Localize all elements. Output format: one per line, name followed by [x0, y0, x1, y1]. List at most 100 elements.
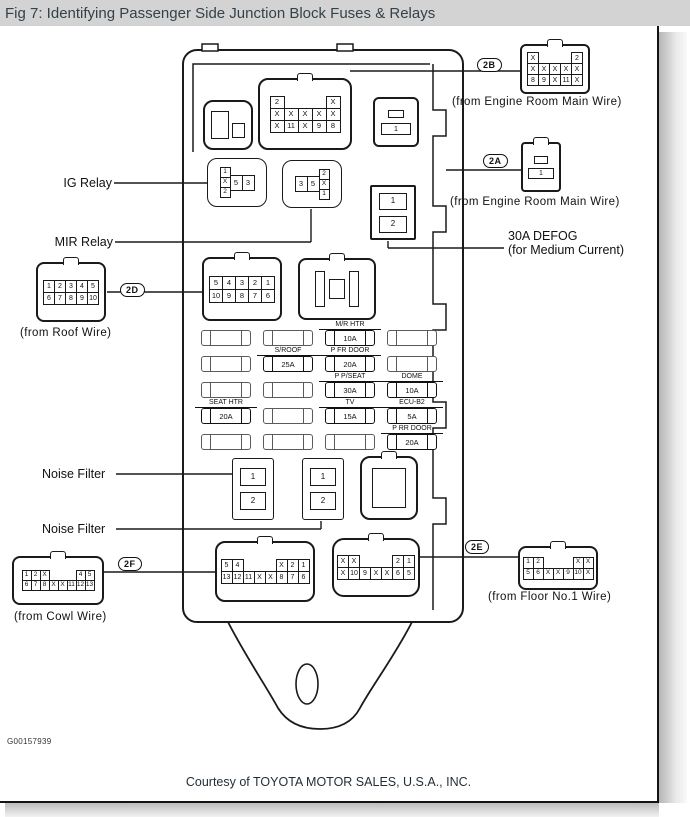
connector-tab — [533, 137, 549, 145]
fuse-terminal — [388, 383, 397, 397]
pin-cell: 3 — [241, 174, 255, 191]
connector-cavity — [534, 155, 548, 164]
connector-2e-tag: 2E — [465, 540, 490, 554]
fuse-slot — [201, 356, 251, 372]
fuse-terminal — [388, 331, 397, 345]
pin-cell: 10 — [87, 291, 99, 305]
pin-cell: X — [297, 119, 313, 133]
pin-cell: 4 — [222, 275, 236, 290]
junction-block-outline — [182, 49, 464, 623]
pin-cell: 2 — [219, 187, 231, 198]
fuse-body: 25A — [263, 356, 313, 372]
connector-tab — [257, 536, 273, 544]
top-notch-left — [201, 43, 219, 52]
fuse-terminal — [202, 435, 211, 449]
figure-title: Fig 7: Identifying Passenger Side Juncti… — [5, 4, 436, 22]
pin-row: 1 — [318, 188, 330, 200]
mounting-tongue — [227, 621, 413, 730]
connector-2a-pins: 1 — [528, 167, 554, 179]
stepped-inner-edge — [432, 64, 447, 610]
fuse-slot — [263, 434, 313, 450]
pin-cell: 8 — [275, 571, 288, 584]
fuse-amp-rating — [211, 357, 241, 371]
fuse-terminal — [303, 331, 312, 345]
fuse-terminal — [202, 409, 211, 423]
fuse-terminal — [202, 383, 211, 397]
fuse-terminal — [365, 357, 374, 371]
connector-cavity — [211, 111, 229, 139]
connector-2a-caption: (from Engine Room Main Wire) — [450, 196, 620, 208]
connector-2a-tag: 2A — [483, 154, 508, 168]
fuse-body — [325, 434, 375, 450]
fuse-amp-rating — [211, 383, 241, 397]
mounting-slot-hole — [295, 663, 319, 705]
connector-cavity — [315, 271, 325, 307]
fuse-label: DOME — [381, 372, 443, 382]
fuse-label: SEAT HTR — [195, 398, 257, 408]
noise-filter-label-top: Noise Filter — [42, 467, 106, 481]
inner-top-edge — [192, 63, 430, 152]
fuse-label: ECU-B2 — [381, 398, 443, 408]
pin-cell: 4 — [231, 559, 244, 572]
fuse-label: P RR DOOR — [381, 424, 443, 434]
fuse-slot — [263, 330, 313, 346]
pin-cell: 2 — [240, 492, 266, 510]
pin-cell: 13 — [84, 580, 95, 591]
pin-cell: 10 — [209, 288, 223, 303]
connector-tab — [381, 451, 397, 459]
fuse-amp-rating: 5A — [407, 411, 417, 421]
fuse-amp-rating — [211, 331, 241, 345]
connector-tab — [550, 541, 566, 549]
connector-tab — [368, 533, 384, 541]
fuse-amp-rating: 25A — [281, 359, 295, 369]
pin-row: 1 — [528, 167, 554, 179]
pin-cell: 10 — [348, 567, 360, 580]
leader-noise-filter-bottom — [116, 521, 322, 530]
pin-row: 2 — [379, 215, 407, 233]
fuse-terminal — [365, 409, 374, 423]
pin-cell: 9 — [311, 119, 327, 133]
pin-cell: 7 — [248, 288, 262, 303]
fuse-amp-rating: 20A — [343, 359, 357, 369]
connector-2e-caption: (from Floor No.1 Wire) — [488, 591, 612, 603]
fuse-body — [387, 356, 437, 372]
fuse-slot: ECU-B2 5A — [381, 399, 443, 424]
page-shadow-right — [659, 32, 687, 803]
pin-cell: X — [269, 119, 285, 133]
figure-code: G00157939 — [7, 737, 52, 746]
fuse-terminal — [427, 357, 436, 371]
fuse-amp-rating — [273, 331, 303, 345]
pin-cell: X — [571, 74, 583, 86]
ig-relay-label: IG Relay — [63, 176, 112, 190]
connector-2d-caption: (from Roof Wire) — [20, 327, 112, 339]
fuse-terminal — [202, 331, 211, 345]
fuse-label: P P/SEAT — [319, 372, 381, 382]
fuse-body — [263, 382, 313, 398]
connector-cavity — [232, 123, 245, 138]
pin-row: 2 — [240, 492, 266, 510]
fuse-terminal — [241, 331, 250, 345]
pin-row: 1 — [381, 122, 411, 135]
internal-connector-top-right-pins: 1 — [381, 122, 411, 135]
